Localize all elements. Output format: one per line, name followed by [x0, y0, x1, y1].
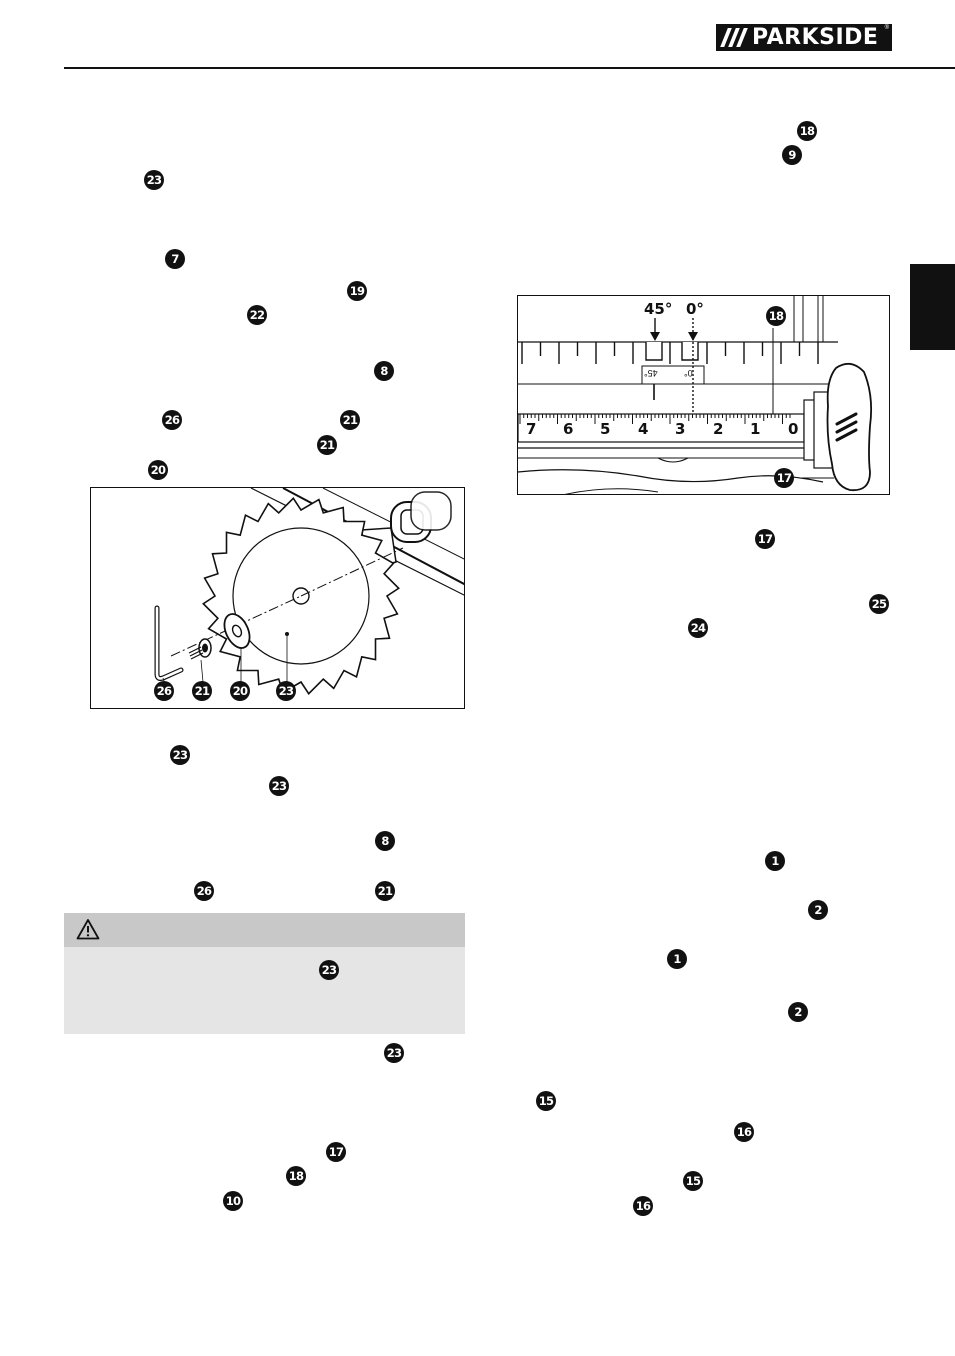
registered-mark: ® — [884, 25, 889, 31]
brand-name: PARKSIDE — [752, 25, 879, 50]
callout-badge: 1 — [667, 949, 687, 969]
figure-label: 20 — [230, 681, 250, 701]
scale-number: 6 — [563, 420, 574, 438]
header-rule — [64, 67, 955, 69]
callout-badge: 10 — [223, 1191, 243, 1211]
scale-number: 2 — [713, 420, 724, 438]
callout-badge: 16 — [734, 1122, 754, 1142]
callout-badge: 17 — [755, 529, 775, 549]
callout-badge: 17 — [326, 1142, 346, 1162]
callout-badge: 25 — [869, 594, 889, 614]
scale-number: 1 — [750, 420, 761, 438]
scale-number: 0 — [788, 420, 799, 438]
callout-badge: 23 — [319, 960, 339, 980]
callout-badge: 18 — [797, 121, 817, 141]
callout-badge: 15 — [683, 1171, 703, 1191]
callout-badge: 9 — [782, 145, 802, 165]
angle-scale-drawing — [518, 296, 873, 494]
callout-badge: 22 — [247, 305, 267, 325]
saw-blade-figure: 26 21 20 23 — [90, 487, 465, 709]
figure-label: 23 — [276, 681, 296, 701]
figure-label: 21 — [192, 681, 212, 701]
angle-scale-figure: 45° 0° 45° 0° 7 6 5 4 3 2 1 0 18 17 — [517, 295, 890, 495]
callout-badge: 2 — [788, 1002, 808, 1022]
figure-label: 17 — [774, 468, 794, 488]
callout-badge: 21 — [375, 881, 395, 901]
callout-badge: 23 — [269, 776, 289, 796]
scale-number: 3 — [675, 420, 686, 438]
callout-badge: 24 — [688, 618, 708, 638]
saw-blade-drawing — [154, 488, 464, 695]
scale-number: 4 — [638, 420, 649, 438]
parkside-logo: PARKSIDE ® — [716, 24, 892, 51]
callout-badge: 26 — [162, 410, 182, 430]
callout-badge: 2 — [808, 900, 828, 920]
callout-badge: 23 — [384, 1043, 404, 1063]
callout-badge: 19 — [347, 281, 367, 301]
callout-badge: 15 — [536, 1091, 556, 1111]
logo-stripes — [716, 24, 750, 51]
callout-badge: 16 — [633, 1196, 653, 1216]
figure-label: 26 — [154, 681, 174, 701]
scale-number: 7 — [526, 420, 537, 438]
language-tab — [910, 264, 955, 350]
callout-badge: 1 — [765, 851, 785, 871]
window-45-label: 45° — [644, 368, 658, 378]
warning-triangle-icon — [76, 919, 100, 940]
callout-badge: 23 — [170, 745, 190, 765]
callout-badge: 23 — [144, 170, 164, 190]
callout-badge: 26 — [194, 881, 214, 901]
callout-badge: 18 — [286, 1166, 306, 1186]
callout-badge: 8 — [374, 361, 394, 381]
callout-badge: 8 — [375, 831, 395, 851]
callout-badge: 21 — [340, 410, 360, 430]
figure-label: 18 — [766, 306, 786, 326]
callout-badge: 20 — [148, 460, 168, 480]
callout-badge: 21 — [317, 435, 337, 455]
marker-45-label: 45° — [644, 300, 673, 318]
warning-header — [64, 913, 465, 947]
scale-number: 5 — [600, 420, 611, 438]
window-0-label: 0° — [684, 368, 693, 378]
marker-0-label: 0° — [686, 300, 704, 318]
callout-badge: 7 — [165, 249, 185, 269]
